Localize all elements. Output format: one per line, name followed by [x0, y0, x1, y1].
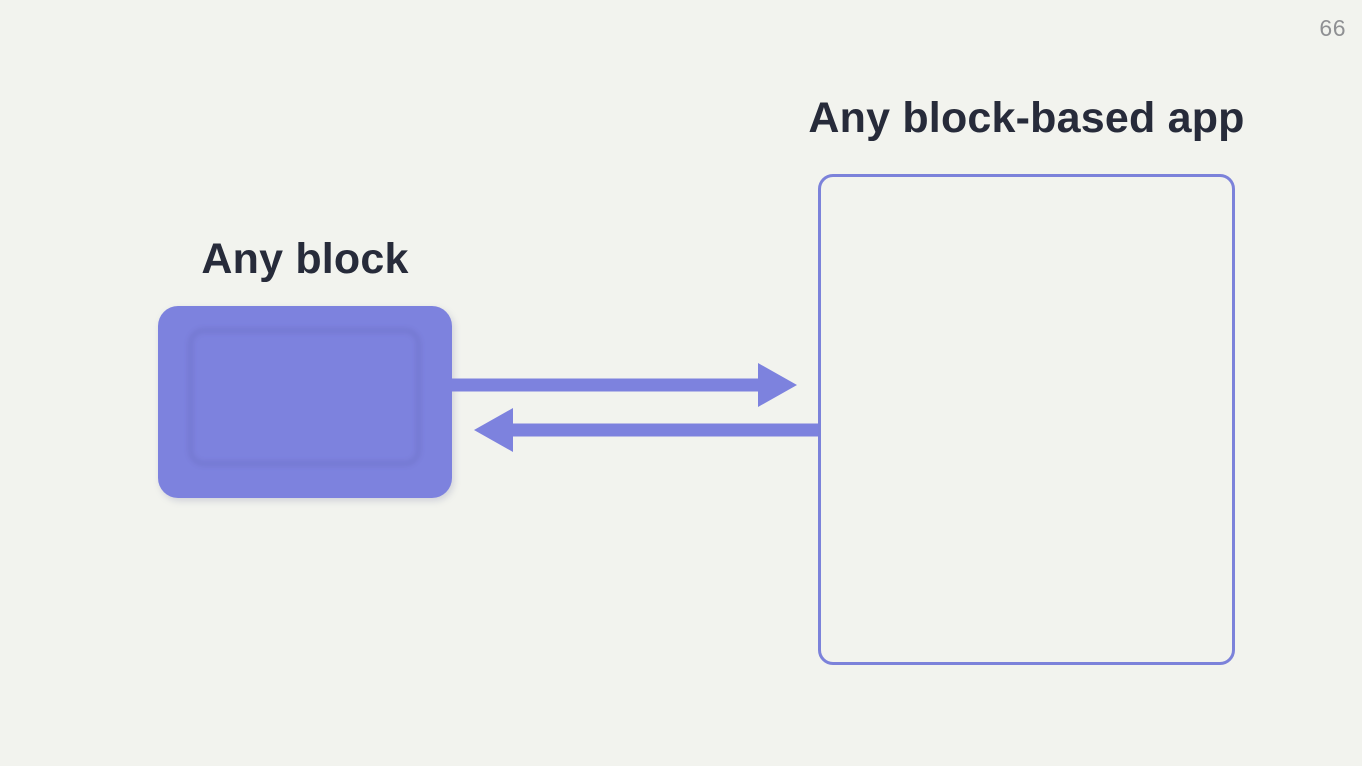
app-container-shape — [818, 174, 1235, 665]
arrows-layer — [452, 363, 818, 452]
page-number: 66 — [1319, 15, 1346, 41]
block-label: Any block — [201, 235, 409, 283]
block-inner-outline — [188, 328, 421, 466]
arrow-right-icon — [452, 363, 797, 407]
any-block-shape — [158, 306, 452, 498]
arrow-left-icon — [474, 408, 818, 452]
app-title: Any block-based app — [808, 94, 1245, 142]
